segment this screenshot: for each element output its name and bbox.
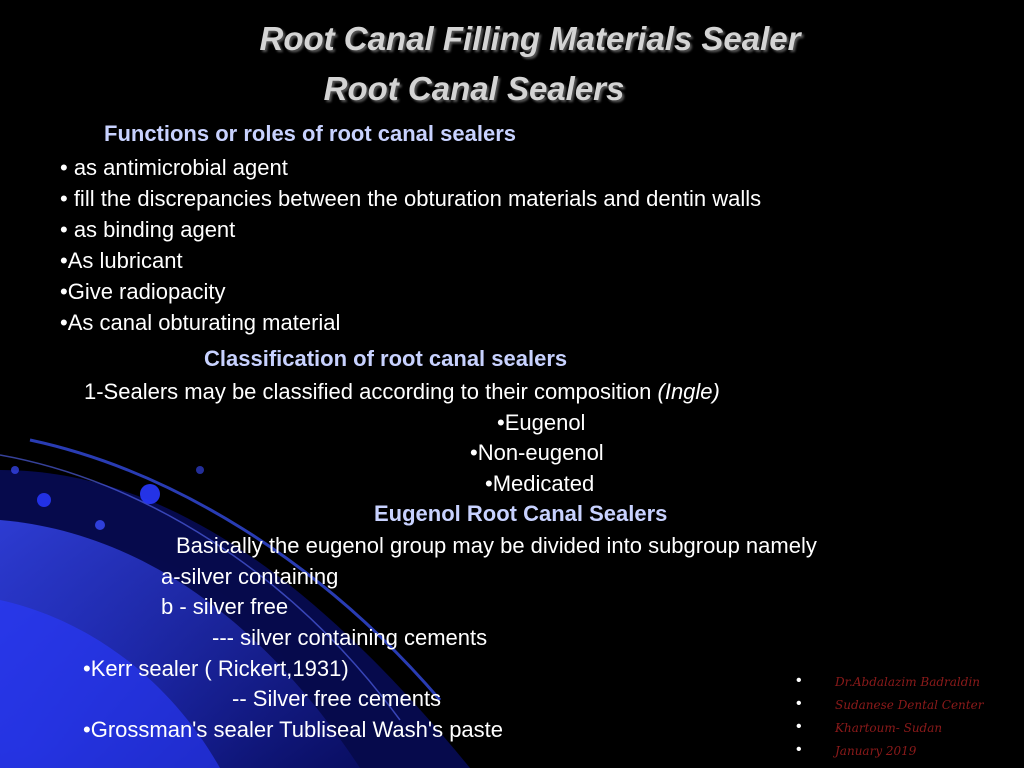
signature-line: Khartoum- Sudan	[835, 721, 943, 735]
classification-intro: 1-Sealers may be classified according to…	[84, 379, 720, 405]
signature-bullet: •	[796, 695, 802, 712]
classification-type: •Non-eugenol	[470, 440, 604, 465]
eugenol-heading: Eugenol Root Canal Sealers	[374, 501, 668, 526]
eugenol-subgroup-b: b - silver free	[161, 594, 289, 619]
functions-item: • fill the discrepancies between the obt…	[60, 186, 762, 211]
classification-type: •Eugenol	[497, 410, 586, 435]
functions-item: •As lubricant	[60, 248, 183, 273]
silver-containing-cements: --- silver containing cements	[212, 625, 488, 650]
functions-item: •Give radiopacity	[60, 279, 226, 304]
classification-intro-text: 1-Sealers may be classified according to…	[84, 379, 658, 404]
signature-bullet: •	[796, 741, 802, 758]
grossman-sealer: •Grossman's sealer Tubliseal Wash's past…	[83, 717, 504, 742]
classification-type: •Medicated	[485, 471, 595, 496]
signature-line: Dr.Abdalazim Badraldin	[835, 675, 981, 689]
silver-free-cements: -- Silver free cements	[232, 686, 442, 711]
title-line-1: Root Canal Filling Materials Sealer	[259, 20, 801, 57]
functions-item: • as binding agent	[60, 217, 236, 242]
kerr-sealer: •Kerr sealer ( Rickert,1931)	[83, 656, 349, 681]
signature-bullet: •	[796, 718, 802, 735]
signature-line: Sudanese Dental Center	[835, 698, 984, 712]
classification-intro-source: (Ingle)	[657, 379, 720, 404]
eugenol-subgroup-a: a-silver containing	[161, 564, 339, 589]
title-line-2: Root Canal Sealers	[323, 70, 625, 107]
eugenol-intro: Basically the eugenol group may be divid…	[176, 533, 817, 558]
signature-line: January 2019	[835, 744, 917, 758]
functions-heading: Functions or roles of root canal sealers	[104, 121, 516, 146]
signature-bullet: •	[796, 672, 802, 689]
functions-item: • as antimicrobial agent	[60, 155, 288, 180]
classification-heading: Classification of root canal sealers	[204, 346, 568, 371]
functions-item: •As canal obturating material	[60, 310, 341, 335]
